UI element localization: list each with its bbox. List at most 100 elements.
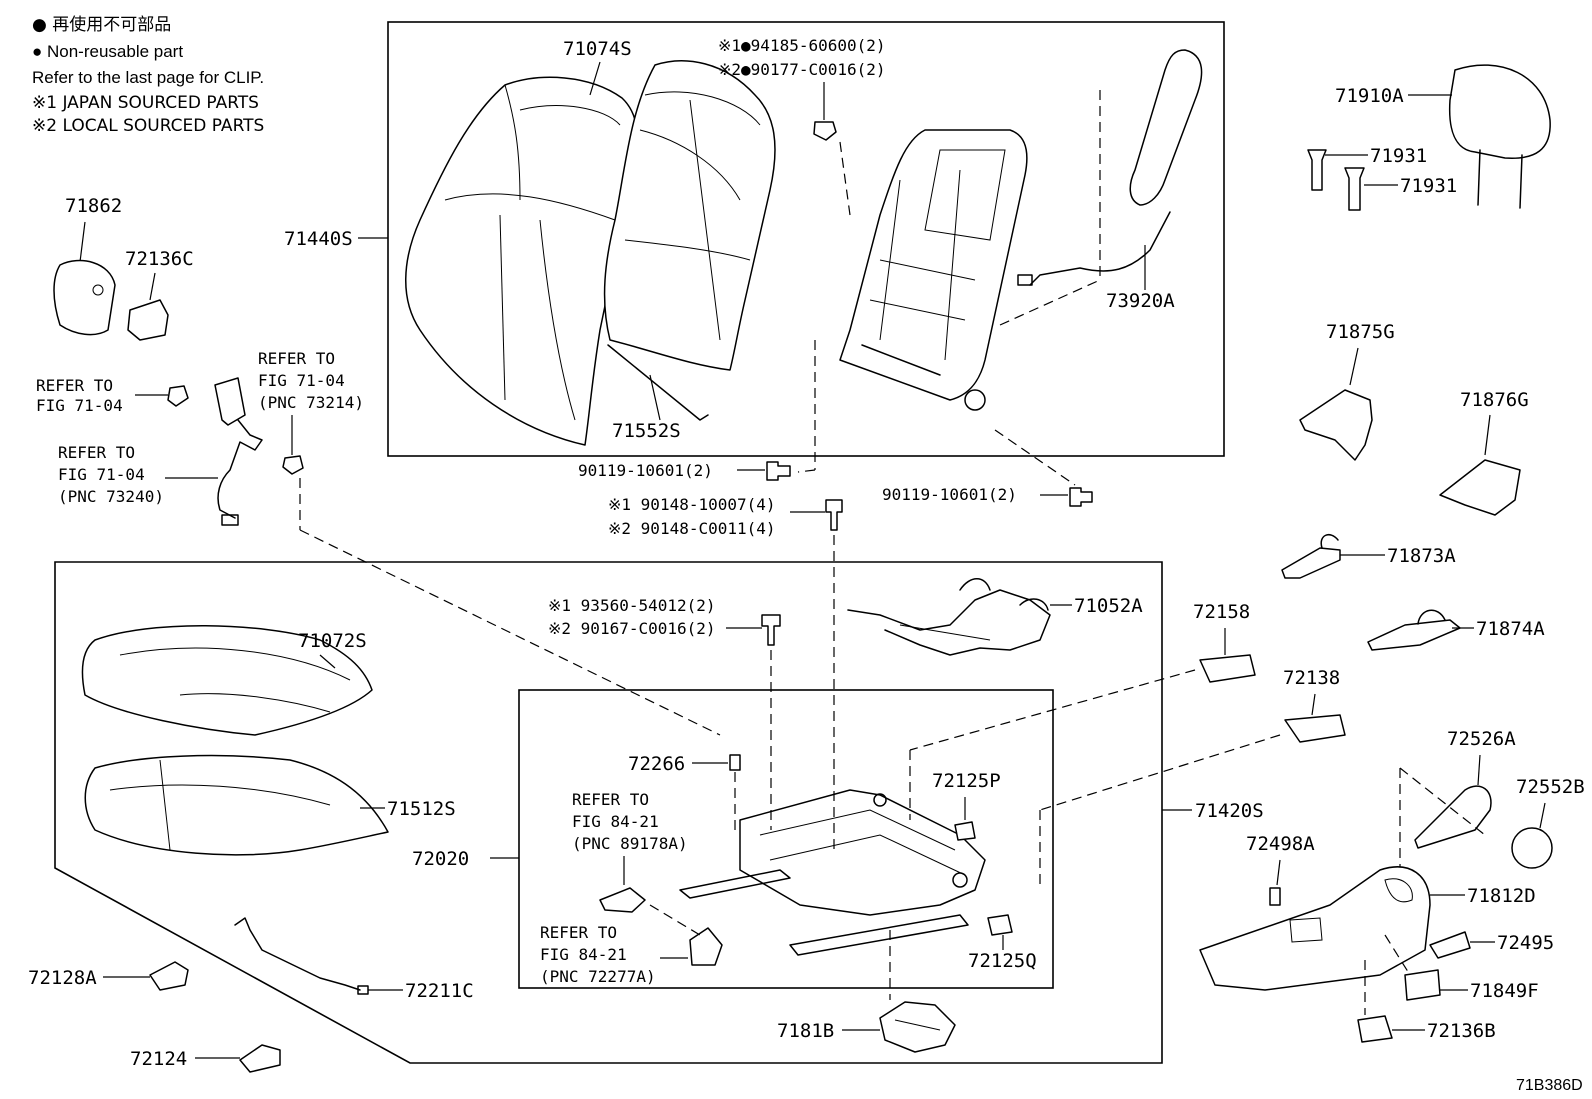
label-71849F: 71849F: [1470, 980, 1539, 1002]
label-71074S: 71074S: [563, 38, 632, 60]
clip-72136C: [127, 299, 169, 341]
cover-71862: [53, 259, 116, 336]
label-71512S: 71512S: [387, 798, 456, 820]
label-72526A: 72526A: [1447, 728, 1516, 750]
label-72158: 72158: [1193, 601, 1250, 623]
side-airbag-73920A: [1017, 49, 1203, 286]
clip-72498A: [1269, 887, 1281, 906]
label-72498A: 72498A: [1246, 833, 1315, 855]
label-71873A: 71873A: [1387, 545, 1456, 567]
label-71862: 71862: [65, 195, 122, 217]
label-bolt-90148-local: ※2 90148-C0011(4): [608, 519, 776, 538]
seat-adjuster-rails: [679, 789, 986, 956]
label-fig-84-21-1: FIG 84-21: [572, 812, 659, 831]
leader-71552S: [649, 374, 661, 421]
label-fig-71-04-1: FIG 71-04: [36, 396, 123, 415]
label-72125P: 72125P: [932, 770, 1001, 792]
label-72124: 72124: [130, 1048, 187, 1070]
label-refer-to-4: REFER TO: [572, 790, 649, 809]
label-pnc-73214: (PNC 73214): [258, 393, 364, 412]
label-72128A: 72128A: [28, 967, 97, 989]
label-72211C: 72211C: [405, 980, 474, 1002]
legend-japan-sourced: ※1 JAPAN SOURCED PARTS: [32, 93, 259, 113]
label-bolt-93560-jp: ※1 93560-54012(2): [548, 596, 716, 615]
cover-72125Q: [987, 914, 1013, 936]
label-refer-to-2: REFER TO: [258, 349, 335, 368]
wire-harness-71052A: [847, 578, 1051, 656]
label-7181B: 7181B: [777, 1020, 834, 1042]
seat-cushion-assembly-box: [54, 561, 1163, 1064]
seat-cushion-pad-71512S: [84, 754, 389, 856]
seat-cushion-cover-71072S: [81, 625, 373, 736]
bolt-icon-90119-left: [766, 461, 791, 481]
label-fig-71-04-3: FIG 71-04: [58, 465, 145, 484]
seatback-assembly-box: [387, 21, 1225, 457]
label-72552B: 72552B: [1516, 776, 1585, 798]
bracket-72277A: [689, 927, 723, 966]
label-72138: 72138: [1283, 667, 1340, 689]
trim-71875G: [1299, 389, 1373, 461]
side-shield-71812D: [1199, 866, 1431, 991]
trim-71876G: [1439, 459, 1521, 516]
bolt-icon-90119-right: [1069, 487, 1093, 507]
legend-clip-note: Refer to the last page for CLIP.: [32, 68, 264, 87]
cover-71849F: [1404, 969, 1441, 1001]
legend-non-reusable-jp: ● 再使用不可部品: [32, 14, 171, 35]
label-71931-a: 71931: [1370, 145, 1427, 167]
label-71875G: 71875G: [1326, 321, 1395, 343]
cover-72158: [1199, 654, 1256, 683]
label-bolt-90119-left: 90119-10601(2): [578, 461, 713, 480]
label-pnc-89178A: (PNC 89178A): [572, 834, 688, 853]
label-71874A: 71874A: [1476, 618, 1545, 640]
label-refer-to-3: REFER TO: [58, 443, 135, 462]
legend: ● 再使用不可部品 ● Non-reusable part Refer to t…: [32, 14, 264, 136]
headrest-guide-71931-b: [1344, 167, 1365, 211]
label-71812D: 71812D: [1467, 885, 1536, 907]
trim-71874A: [1367, 619, 1461, 651]
seat-adjuster-box: [518, 689, 1054, 989]
headrest-71910A: [1448, 64, 1551, 209]
label-bolt-90148-jp: ※1 90148-10007(4): [608, 495, 776, 514]
seatback-cover-71074S: [405, 76, 638, 446]
label-71440S: 71440S: [284, 228, 353, 250]
label-71910A: 71910A: [1335, 85, 1404, 107]
clip-72128A: [149, 961, 189, 991]
label-71931-b: 71931: [1400, 175, 1457, 197]
label-pnc-72277A: (PNC 72277A): [540, 967, 656, 986]
headrest-guide-71931-a: [1307, 149, 1327, 191]
label-fastener-local-90177: ※2●90177-C0016(2): [718, 60, 886, 79]
label-72136B: 72136B: [1427, 1020, 1496, 1042]
clip-72266: [729, 754, 741, 771]
legend-local-sourced: ※2 LOCAL SOURCED PARTS: [32, 116, 264, 136]
label-72136C: 72136C: [125, 248, 194, 270]
label-pnc-73240: (PNC 73240): [58, 487, 164, 506]
label-71552S: 71552S: [612, 420, 681, 442]
label-refer-to-5: REFER TO: [540, 923, 617, 942]
label-72266: 72266: [628, 753, 685, 775]
clip-72136B: [1357, 1015, 1393, 1043]
trim-71873A: [1281, 547, 1341, 579]
bracket-7181B: [879, 1001, 956, 1053]
label-71052A: 71052A: [1074, 595, 1143, 617]
label-71072S: 71072S: [298, 630, 367, 652]
label-refer-to-1: REFER TO: [36, 376, 113, 395]
seatbelt-buckle: [214, 377, 263, 526]
nut-icon-ref2: [282, 455, 304, 475]
leader-71074S: [589, 61, 601, 96]
nut-icon: [813, 121, 837, 141]
wire-72211C: [234, 917, 369, 995]
cover-72138: [1284, 714, 1346, 743]
label-72125Q: 72125Q: [968, 950, 1037, 972]
label-fig-84-21-2: FIG 84-21: [540, 945, 627, 964]
label-73920A: 73920A: [1106, 290, 1175, 312]
legend-non-reusable-en: ● Non-reusable part: [32, 42, 183, 61]
label-fig-71-04-2: FIG 71-04: [258, 371, 345, 390]
cover-72495: [1429, 931, 1471, 959]
knob-72526A: [1414, 785, 1492, 849]
label-bolt-90167-local: ※2 90167-C0016(2): [548, 619, 716, 638]
label-71420S: 71420S: [1195, 800, 1264, 822]
bolt-icon-ref1: [167, 385, 189, 407]
seatback-frame: [839, 129, 1028, 411]
label-72495: 72495: [1497, 932, 1554, 954]
